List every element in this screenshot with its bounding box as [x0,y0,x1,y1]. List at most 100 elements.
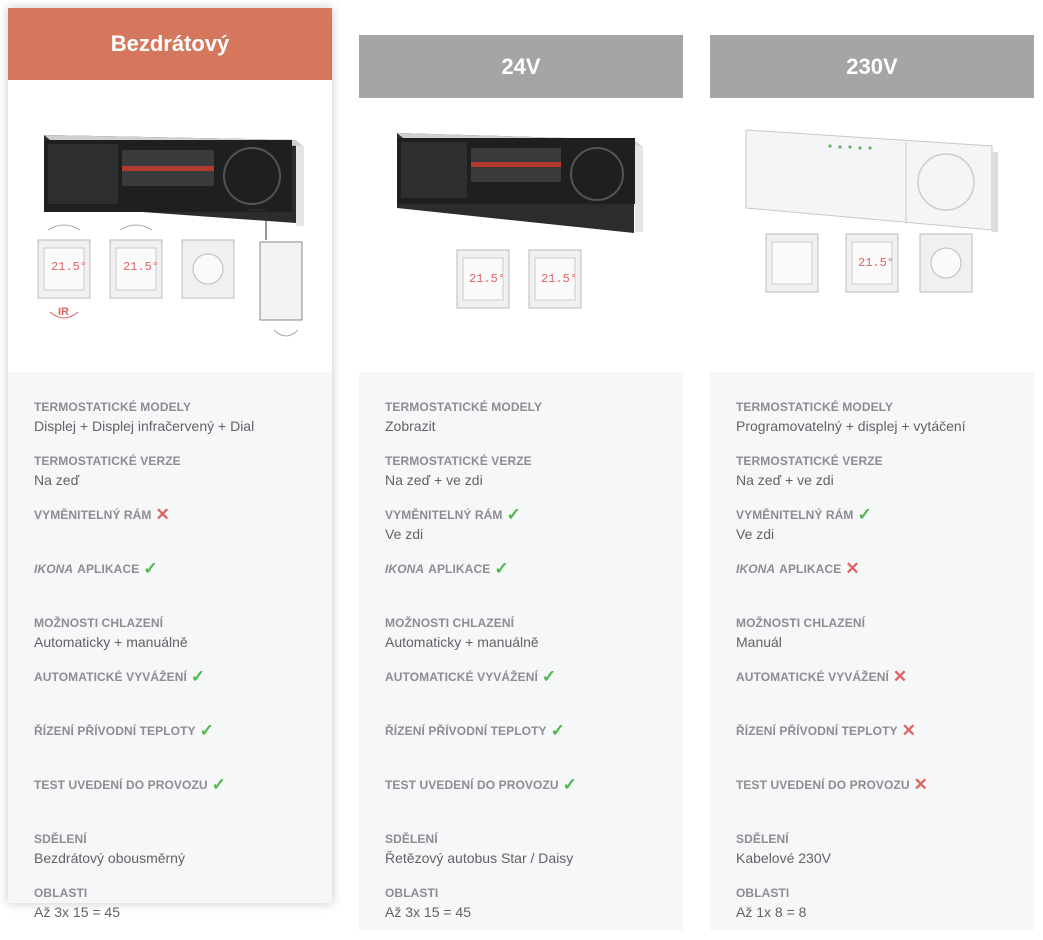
spec-row-balancing: AUTOMATICKÉ VYVÁŽENÍ✓ [34,667,306,724]
column-title: 230V [710,35,1034,98]
spec-value: Řetězový autobus Star / Daisy [385,850,574,866]
spec-label: MOŽNOSTI CHLAZENÍ [736,616,866,630]
check-icon: ✓ [143,559,158,578]
cross-icon: ✕ [913,775,929,794]
spec-row-zones: OBLASTI Až 3x 15 = 45 [34,886,306,940]
spec-row-frame: VYMĚNITELNÝ RÁM✓Ve zdi [736,505,1008,562]
spec-value: Na zeď + ve zdi [385,472,483,488]
spec-label: AUTOMATICKÉ VYVÁŽENÍ✓ [385,667,657,686]
spec-label: VYMĚNITELNÝ RÁM✓ [385,505,657,524]
spec-value: Displej + Displej infračervený + Dial [34,418,255,434]
spec-row-commissioning: TEST UVEDENÍ DO PROVOZU✓ [34,775,306,832]
spec-label: ŘÍZENÍ PŘÍVODNÍ TEPLOTY✓ [385,722,657,739]
spec-value: Na zeď [34,472,80,488]
spec-label: TERMOSTATICKÉ VERZE [385,454,532,468]
spec-label: SDĚLENÍ [34,832,87,846]
cross-icon: ✕ [892,667,908,686]
spec-label-text: AUTOMATICKÉ VYVÁŽENÍ [34,670,187,684]
display-temp: 21.5° [858,256,895,270]
spec-label: SDĚLENÍ [736,832,789,846]
spec-label-text: VYMĚNITELNÝ RÁM [736,508,854,522]
spec-value: Automaticky + manuálně [385,634,539,650]
spec-label: OBLASTI [34,886,88,900]
spec-value: Ve zdi [385,526,424,542]
spec-label: TEST UVEDENÍ DO PROVOZU✓ [34,775,306,794]
column-wireless[interactable]: Bezdrátový 21.5 [8,8,332,920]
spec-row-commissioning: TEST UVEDENÍ DO PROVOZU✓ [385,775,657,832]
spec-row-supply-temp: ŘÍZENÍ PŘÍVODNÍ TEPLOTY✓ [34,721,306,778]
check-icon: ✓ [190,667,206,686]
spec-label: TERMOSTATICKÉ VERZE [736,454,883,468]
spec-value: Až 3x 15 = 45 [34,904,121,920]
spec-label: AUTOMATICKÉ VYVÁŽENÍ✓ [34,667,306,686]
spec-row-communication: SDĚLENÍ Kabelové 230V [736,832,1008,886]
spec-value: Zobrazit [385,418,436,434]
spec-row-models: TERMOSTATICKÉ MODELY Zobrazit [385,400,657,454]
spec-label-text: APLIKACE [428,562,491,576]
check-icon: ✓ [541,667,557,686]
spec-value: Automaticky + manuálně [34,634,188,650]
display-temp: 21.5° [469,272,506,286]
spec-label-text: VYMĚNITELNÝ RÁM [34,508,152,522]
check-icon: ✓ [199,721,215,740]
spec-row-supply-temp: ŘÍZENÍ PŘÍVODNÍ TEPLOTY✕ [736,722,1008,778]
spec-row-commissioning: TEST UVEDENÍ DO PROVOZU✕ [736,775,1008,832]
check-icon: ✓ [857,505,872,524]
spec-row-frame: VYMĚNITELNÝ RÁM✕ [34,505,306,562]
spec-label-italic: IKONA [34,562,74,576]
product-image-230v: 21.5° [710,98,1034,372]
spec-label: TEST UVEDENÍ DO PROVOZU✕ [736,775,1008,794]
spec-label-text: TEST UVEDENÍ DO PROVOZU [385,778,559,792]
spec-value: Manuál [736,634,782,650]
check-icon: ✓ [494,559,509,578]
column-title: Bezdrátový [8,8,332,80]
spec-list: TERMOSTATICKÉ MODELY Zobrazit TERMOSTATIC… [359,372,683,940]
spec-value: Až 1x 8 = 8 [736,904,807,920]
check-icon: ✓ [562,775,578,794]
spec-label-italic: IKONA [736,562,776,576]
spec-label-text: AUTOMATICKÉ VYVÁŽENÍ [736,670,889,684]
spec-row-cooling: MOŽNOSTI CHLAZENÍ Manuál [736,616,1008,670]
spec-row-versions: TERMOSTATICKÉ VERZE Na zeď + ve zdi [385,454,657,508]
display-temp: 21.5° [51,260,88,274]
spec-row-balancing: AUTOMATICKÉ VYVÁŽENÍ✕ [736,667,1008,724]
cross-icon: ✕ [155,505,170,524]
spec-label: OBLASTI [736,886,790,900]
spec-label-text: ŘÍZENÍ PŘÍVODNÍ TEPLOTY [385,724,547,738]
spec-label: OBLASTI [385,886,439,900]
spec-label: MOŽNOSTI CHLAZENÍ [385,616,515,630]
spec-label: ŘÍZENÍ PŘÍVODNÍ TEPLOTY✕ [736,722,1008,739]
check-icon: ✓ [506,505,521,524]
spec-label: TERMOSTATICKÉ MODELY [736,400,894,414]
spec-row-frame: VYMĚNITELNÝ RÁM✓ Ve zdi [385,505,657,562]
spec-row-cooling: MOŽNOSTI CHLAZENÍ Automaticky + manuálně [385,616,657,670]
spec-label-text: ŘÍZENÍ PŘÍVODNÍ TEPLOTY [34,724,196,738]
ir-label: IR [58,306,69,318]
spec-label: TERMOSTATICKÉ VERZE [34,454,181,468]
spec-label: AUTOMATICKÉ VYVÁŽENÍ✕ [736,667,1008,686]
spec-row-balancing: AUTOMATICKÉ VYVÁŽENÍ✓ [385,667,657,724]
spec-label: MOŽNOSTI CHLAZENÍ [34,616,164,630]
spec-list: TERMOSTATICKÉ MODELY Displej + Displej in… [8,372,332,940]
spec-label: TERMOSTATICKÉ MODELY [385,400,543,414]
spec-value: Na zeď + ve zdi [736,472,834,488]
spec-label-text: APLIKACE [779,562,842,576]
spec-row-models: TERMOSTATICKÉ MODELY Displej + Displej in… [34,400,306,454]
spec-row-cooling: MOŽNOSTI CHLAZENÍ Automaticky + manuálně [34,616,306,670]
spec-label: TERMOSTATICKÉ MODELY [34,400,192,414]
check-icon: ✓ [211,775,227,794]
spec-label-text: TEST UVEDENÍ DO PROVOZU [736,778,910,792]
spec-value: Kabelové 230V [736,850,831,866]
spec-label-text: VYMĚNITELNÝ RÁM [385,508,503,522]
spec-label-text: ŘÍZENÍ PŘÍVODNÍ TEPLOTY [736,724,898,738]
